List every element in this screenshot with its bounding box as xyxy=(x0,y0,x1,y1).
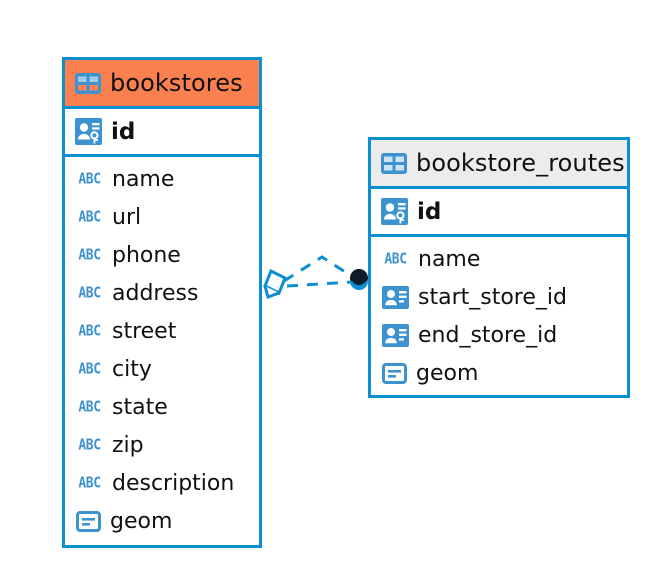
entity-bookstore-routes[interactable]: bookstore_routes id ABC name start_store_i… xyxy=(368,137,630,398)
text-abc-icon: ABC xyxy=(76,285,103,301)
abc-glyph: ABC xyxy=(78,208,101,226)
field-label: id xyxy=(417,198,442,225)
relationship-lines xyxy=(283,255,357,288)
field-row-primary-key[interactable]: id xyxy=(371,189,627,237)
field-row[interactable]: end_store_id xyxy=(371,316,627,354)
field-label: phone xyxy=(112,242,181,268)
field-row[interactable]: ABC url xyxy=(65,198,259,236)
text-abc-icon: ABC xyxy=(76,361,103,377)
field-row[interactable]: ABC phone xyxy=(65,236,259,274)
entity-title: bookstores xyxy=(110,69,243,97)
text-abc-icon: ABC xyxy=(76,247,103,263)
field-row[interactable]: ABC street xyxy=(65,312,259,350)
geometry-icon xyxy=(76,510,101,532)
field-label: city xyxy=(112,356,152,382)
field-row[interactable]: ABC city xyxy=(65,350,259,388)
field-label: start_store_id xyxy=(418,284,567,310)
entity-title: bookstore_routes xyxy=(416,149,625,177)
field-label: street xyxy=(112,318,177,344)
field-label: description xyxy=(112,470,235,496)
primary-key-icon xyxy=(381,198,408,225)
geometry-icon xyxy=(382,362,407,384)
foreign-key-icon xyxy=(382,322,409,349)
field-row[interactable]: ABC name xyxy=(371,240,627,278)
field-label: name xyxy=(112,166,175,192)
abc-glyph: ABC xyxy=(78,170,101,188)
field-row[interactable]: ABC state xyxy=(65,388,259,426)
field-row[interactable]: start_store_id xyxy=(371,278,627,316)
field-row-primary-key[interactable]: id xyxy=(65,109,259,157)
field-label: geom xyxy=(416,360,479,386)
field-row[interactable]: geom xyxy=(65,502,259,540)
field-label: state xyxy=(112,394,168,420)
text-abc-icon: ABC xyxy=(76,437,103,453)
entity-header-bookstores[interactable]: bookstores xyxy=(65,60,259,109)
text-abc-icon: ABC xyxy=(76,171,103,187)
abc-glyph: ABC xyxy=(78,474,101,492)
text-abc-icon: ABC xyxy=(76,475,103,491)
field-label: zip xyxy=(112,432,144,458)
abc-glyph: ABC xyxy=(384,250,407,268)
field-row[interactable]: ABC address xyxy=(65,274,259,312)
field-label: name xyxy=(418,246,481,272)
field-label: address xyxy=(112,280,199,306)
entity-header-bookstore-routes[interactable]: bookstore_routes xyxy=(371,140,627,189)
field-row[interactable]: ABC zip xyxy=(65,426,259,464)
diamond-marker xyxy=(263,268,287,299)
field-label: url xyxy=(112,204,142,230)
text-abc-icon: ABC xyxy=(76,323,103,339)
text-abc-icon: ABC xyxy=(76,399,103,415)
abc-glyph: ABC xyxy=(78,436,101,454)
abc-glyph: ABC xyxy=(78,360,101,378)
text-abc-icon: ABC xyxy=(382,251,409,267)
primary-key-icon xyxy=(75,118,102,145)
field-label: id xyxy=(111,118,136,145)
field-row[interactable]: ABC name xyxy=(65,160,259,198)
abc-glyph: ABC xyxy=(78,398,101,416)
field-label: geom xyxy=(110,508,173,534)
abc-glyph: ABC xyxy=(78,284,101,302)
table-icon xyxy=(75,72,101,94)
field-row[interactable]: geom xyxy=(371,354,627,392)
dot-marker xyxy=(350,269,368,290)
foreign-key-icon xyxy=(382,284,409,311)
table-icon xyxy=(381,152,407,174)
text-abc-icon: ABC xyxy=(76,209,103,225)
abc-glyph: ABC xyxy=(78,246,101,264)
field-row[interactable]: ABC description xyxy=(65,464,259,502)
field-label: end_store_id xyxy=(418,322,558,348)
abc-glyph: ABC xyxy=(78,322,101,340)
